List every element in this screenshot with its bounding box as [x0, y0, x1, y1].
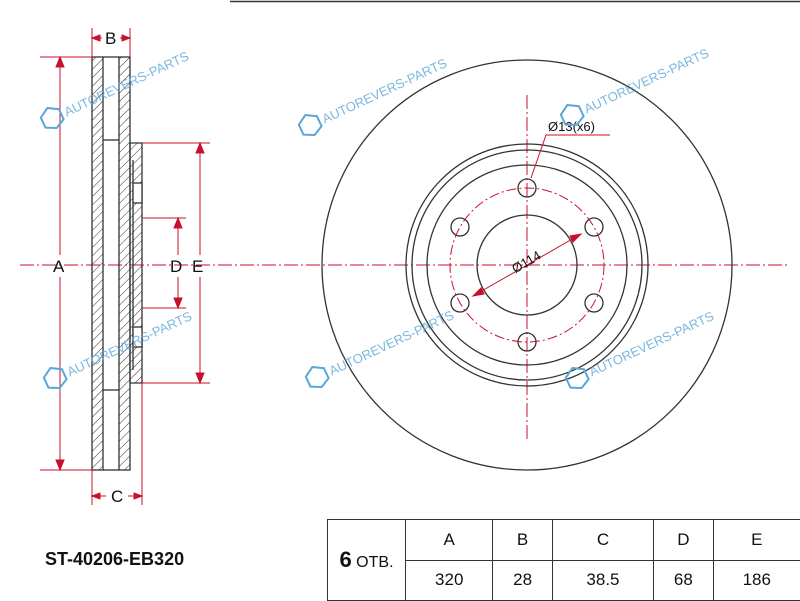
header-a: A — [404, 519, 494, 561]
bolt-hole — [517, 332, 537, 352]
watermark: AUTOREVERS-PARTS — [39, 48, 191, 129]
bolt-hole — [517, 178, 537, 198]
svg-text:AUTOREVERS-PARTS: AUTOREVERS-PARTS — [327, 307, 457, 378]
holes-count-cell: 6 ОТВ. — [327, 519, 406, 601]
value-c: 38.5 — [551, 559, 655, 601]
watermark: AUTOREVERS-PARTS — [559, 45, 712, 126]
front-dimensions — [449, 134, 610, 343]
svg-text:AUTOREVERS-PARTS: AUTOREVERS-PARTS — [587, 308, 717, 379]
header-c: C — [551, 519, 655, 561]
bolt-hole-label: Ø13(x6) — [548, 119, 595, 134]
dim-label-d: D — [170, 257, 182, 276]
watermark: AUTOREVERS-PARTS — [297, 55, 450, 136]
svg-text:AUTOREVERS-PARTS: AUTOREVERS-PARTS — [320, 55, 450, 126]
dimensions-table: 6 ОТВ. A B C D E 320 28 38.5 68 186 — [327, 519, 800, 601]
holes-label: ОТВ. — [356, 554, 394, 571]
dim-label-a: A — [53, 257, 65, 276]
header-e: E — [712, 519, 800, 561]
value-d: 68 — [653, 559, 714, 601]
value-e: 186 — [712, 559, 800, 601]
bolt-hole — [584, 293, 604, 313]
part-number: ST-40206-EB320 — [45, 549, 185, 569]
bolt-hole — [584, 217, 604, 237]
pcd-label: Ø114 — [509, 248, 543, 276]
watermark: AUTOREVERS-PARTS — [304, 307, 457, 388]
header-b: B — [492, 519, 553, 561]
header-d: D — [653, 519, 714, 561]
svg-text:AUTOREVERS-PARTS: AUTOREVERS-PARTS — [582, 45, 712, 116]
holes-count: 6 — [339, 547, 352, 572]
watermark: AUTOREVERS-PARTS — [564, 308, 717, 389]
value-b: 28 — [492, 559, 553, 601]
center-bore — [476, 214, 578, 316]
dimension-lines — [40, 28, 210, 505]
dim-label-c: C — [111, 487, 123, 506]
centerlines — [20, 95, 790, 440]
bolt-hole — [450, 293, 470, 313]
value-a: 320 — [404, 559, 494, 601]
disc-side-section — [91, 56, 143, 471]
dim-label-b: B — [105, 29, 116, 48]
dim-label-e: E — [192, 257, 203, 276]
disc-front-view — [321, 59, 733, 471]
bolt-hole — [450, 217, 470, 237]
